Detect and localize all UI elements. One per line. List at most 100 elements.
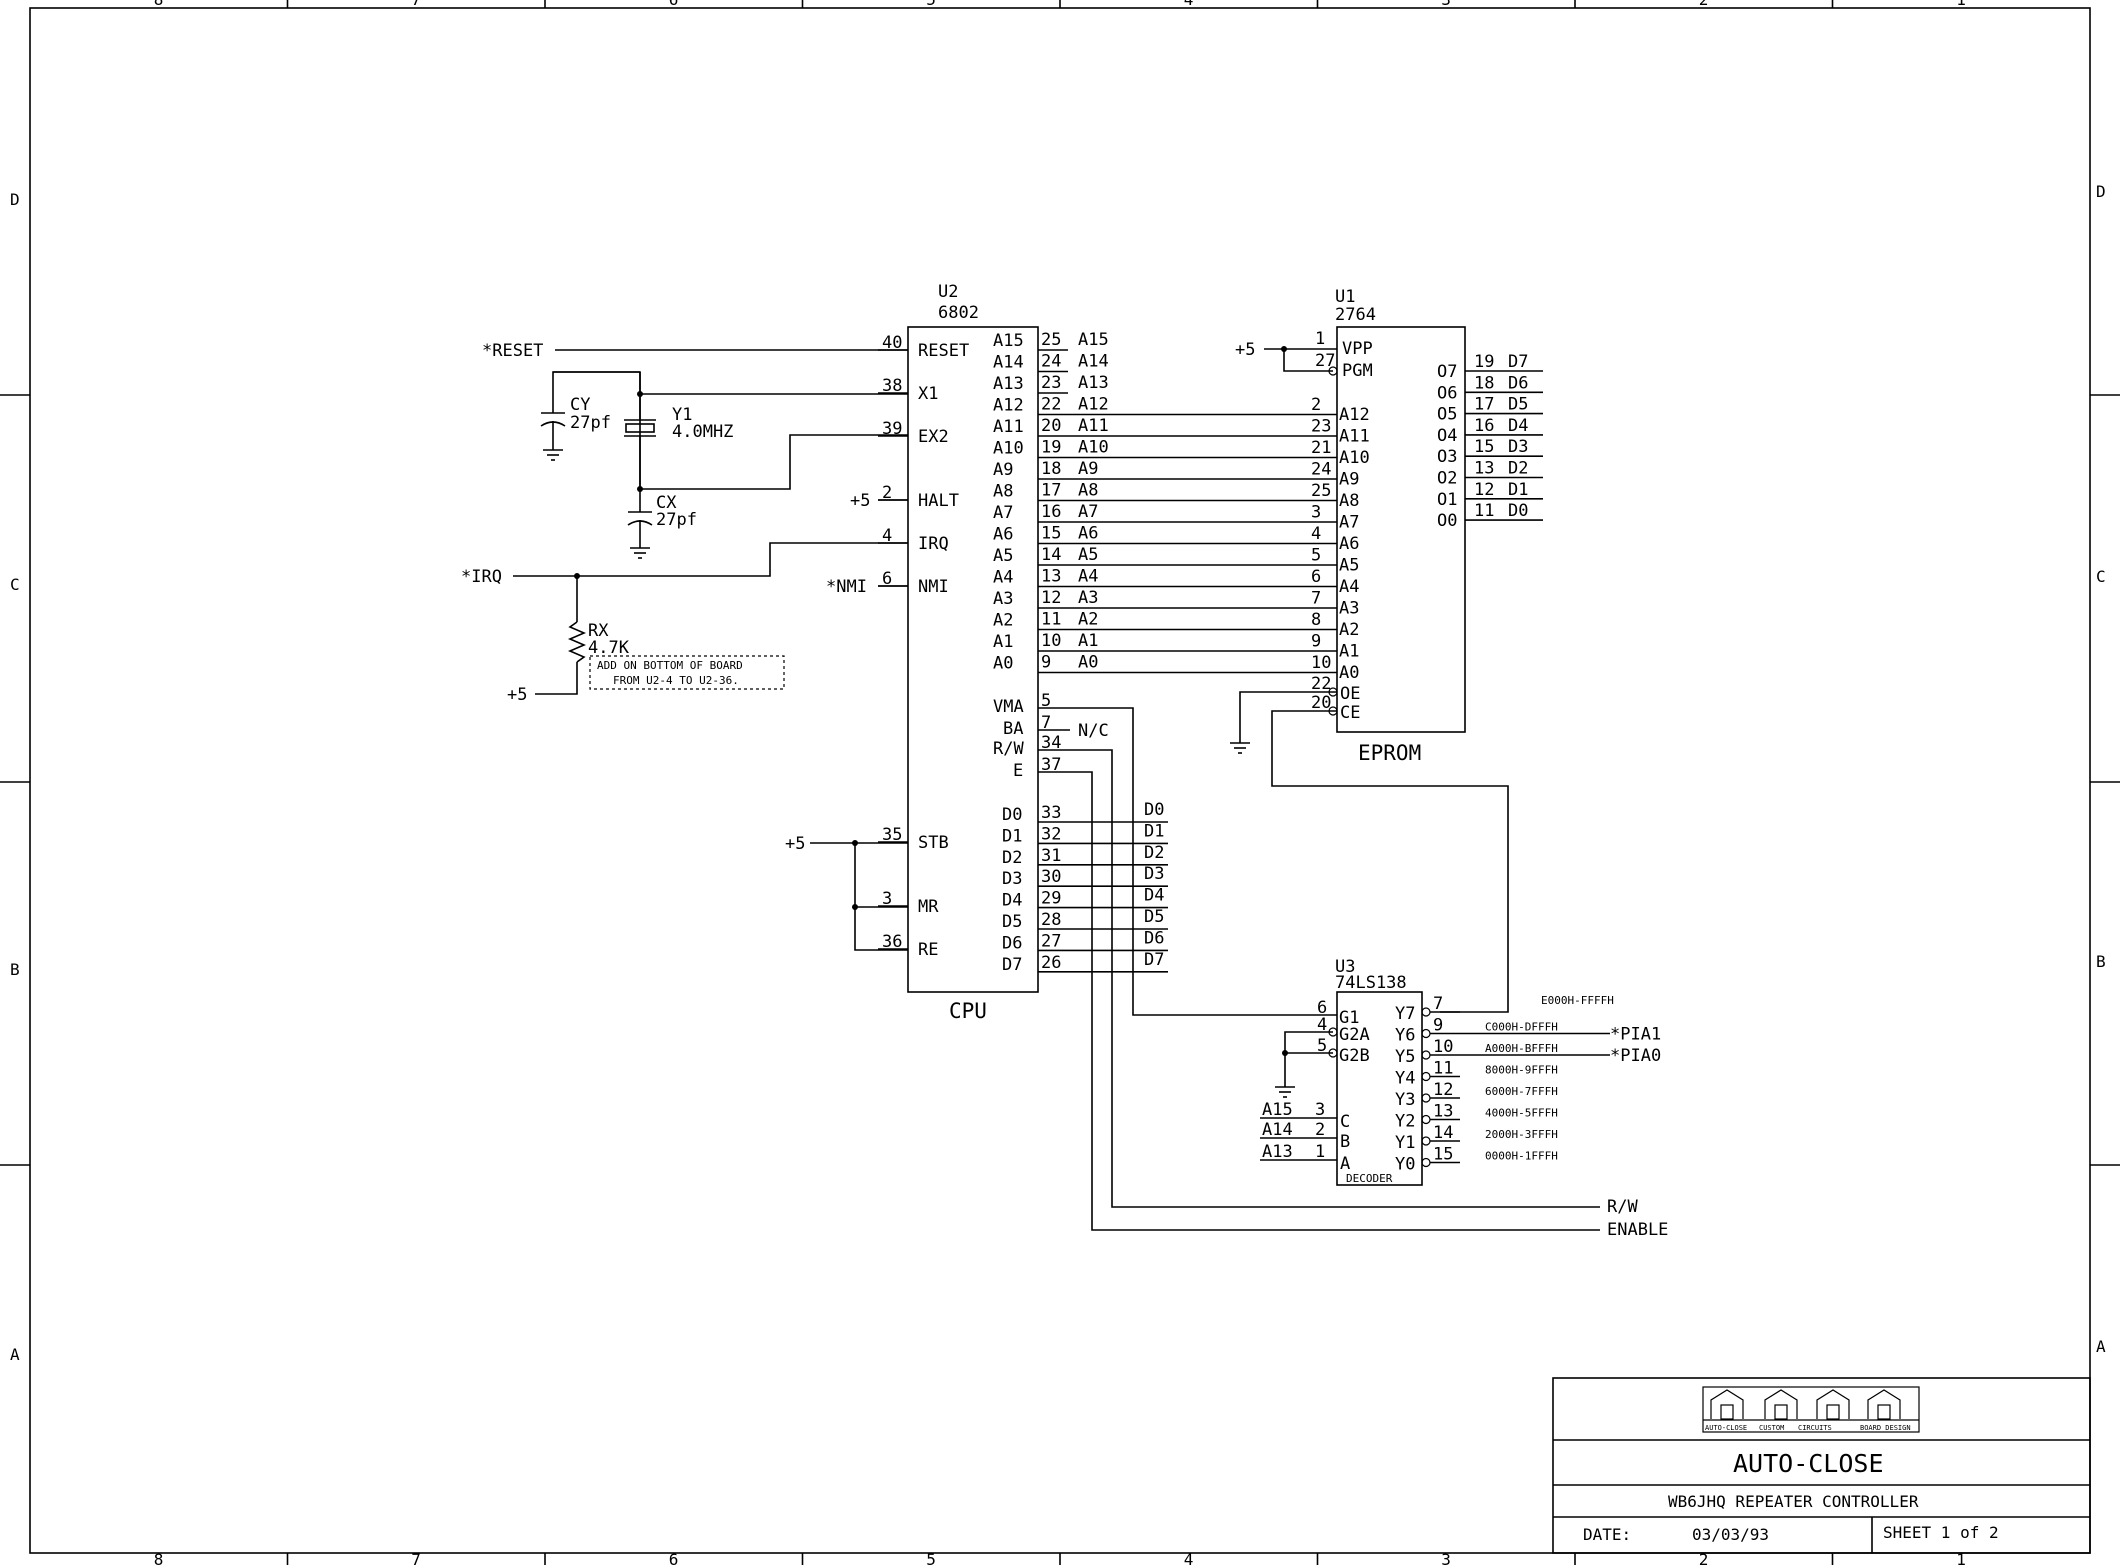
eprom-net-label: D3: [1508, 437, 1528, 457]
eprom-pin-name: A10: [1339, 448, 1370, 468]
eprom-pin-number: 1: [1315, 329, 1325, 349]
cpu-pin-name: STB: [918, 833, 949, 853]
frame-column-label: 7: [411, 0, 421, 9]
cpu-pin-name: IRQ: [918, 534, 949, 554]
cpu-net-label: A9: [1078, 459, 1098, 479]
house-icon: [1710, 1389, 1744, 1419]
cpu-pin-name: HALT: [918, 491, 959, 511]
eprom-pin-name: O2: [1437, 469, 1457, 489]
decoder-ref: U3: [1335, 957, 1355, 977]
cpu-net-label: A7: [1078, 502, 1098, 522]
y1-value: 4.0MHZ: [672, 422, 733, 442]
eprom-pin-name: O1: [1437, 490, 1457, 510]
decoder-net-label: *PIA1: [1610, 1025, 1661, 1045]
house-icon: [1867, 1389, 1901, 1419]
eprom-pin-name: VPP: [1342, 339, 1373, 359]
decoder-pin-name: C: [1340, 1112, 1350, 1132]
frame-column-label: 3: [1441, 0, 1451, 9]
decoder-pin-name: Y6: [1395, 1026, 1415, 1046]
cpu-pin-name: A8: [993, 482, 1013, 502]
rx-plus5-label: +5: [507, 685, 527, 705]
cpu-pin-name: A12: [993, 396, 1024, 416]
frame-column-label: 8: [154, 1550, 164, 1565]
house-icon: [1764, 1389, 1798, 1419]
eprom-pin-number: 25: [1311, 481, 1331, 501]
junction: [1281, 346, 1287, 352]
rx-resistor: [567, 621, 587, 663]
eprom-pin-number: 13: [1474, 459, 1494, 479]
cpu-pin-name: D6: [1002, 933, 1022, 953]
decoder-net-label: A15: [1262, 1100, 1293, 1120]
cpu-pin-number: 19: [1041, 438, 1061, 458]
cpu-pin-number: 38: [882, 376, 902, 396]
cpu-pin-number: 22: [1041, 395, 1061, 415]
inversion-bubble: [1421, 1071, 1431, 1082]
eprom-pin-number: 7: [1311, 589, 1321, 609]
cpu-pin-number: 17: [1041, 481, 1061, 501]
frame-column-label: 6: [669, 1550, 679, 1565]
frame-row-label: A: [10, 1345, 20, 1364]
cpu-net-label: A0: [1078, 653, 1098, 673]
cpu-pin-name: A6: [993, 525, 1013, 545]
decoder-pin-name: G2B: [1339, 1046, 1370, 1066]
cpu-part: 6802: [938, 303, 979, 323]
inversion-bubble: [1421, 1136, 1431, 1146]
cpu-pin-name: A2: [993, 611, 1013, 631]
frame-column-label: 4: [1184, 0, 1194, 9]
cpu-pin-name: A4: [993, 568, 1013, 588]
cpu-pin-number: 29: [1041, 889, 1061, 909]
decoder-pin-number: 7: [1433, 994, 1443, 1014]
eprom-pin-name: A11: [1339, 427, 1370, 447]
cpu-pin-number: 39: [882, 419, 902, 439]
decoder-body: [1336, 991, 1423, 1186]
cpu-pin-name: EX2: [918, 427, 949, 447]
cpu-net-label: D4: [1144, 886, 1164, 906]
cpu-pin-number: 23: [1041, 373, 1061, 393]
x1-wire: [553, 371, 908, 395]
cpu-pin-name: A10: [993, 439, 1024, 459]
decoder-pin-number: 11: [1433, 1059, 1453, 1079]
cpu-pin-name: A5: [993, 546, 1013, 566]
title-block-frame: [1552, 1377, 2091, 1554]
cpu-pin-number: 25: [1041, 330, 1061, 350]
cy-ref: CY: [570, 395, 590, 415]
cpu-net-label: A6: [1078, 524, 1098, 544]
decoder-pin-number: 15: [1433, 1145, 1453, 1165]
eprom-pin-number: 18: [1474, 373, 1494, 393]
cpu-net-label: A8: [1078, 481, 1098, 501]
frame-column-label: 5: [926, 1550, 936, 1565]
decoder-pin-name: A: [1340, 1154, 1350, 1174]
decoder-range-label: A000H-BFFFH: [1485, 1042, 1558, 1055]
eprom-pin-name: A5: [1339, 556, 1359, 576]
cpu-pin-name: A13: [993, 374, 1024, 394]
eprom-vpp-net: +5: [1235, 340, 1255, 360]
cpu-pin-name: A9: [993, 460, 1013, 480]
logo-label: CUSTOM: [1759, 1424, 1784, 1432]
door-icon: [1774, 1404, 1788, 1420]
frame-column-label: 3: [1441, 1550, 1451, 1565]
enable-net-label: ENABLE: [1607, 1220, 1668, 1240]
door-icon: [1877, 1404, 1891, 1420]
cy-wire: [552, 371, 640, 413]
decoder-part: 74LS138: [1335, 973, 1407, 993]
cpu-pin-name: D1: [1002, 826, 1022, 846]
eprom-pin-name: A1: [1339, 642, 1359, 662]
inversion-bubble: [1421, 1050, 1431, 1060]
cpu-pin-number: 24: [1041, 352, 1061, 372]
cpu-pin-name: BA: [1003, 719, 1023, 739]
title-block: AUTO-CLOSE CUSTOM CIRCUITS BOARD DESIGN …: [1552, 1377, 2091, 1554]
cpu-pin-number: 16: [1041, 502, 1061, 522]
cpu-pin-name: D2: [1002, 848, 1022, 868]
decoder-range-label: 2000H-3FFFH: [1485, 1128, 1558, 1141]
crystal-body: [625, 423, 655, 433]
cpu-net-label: A5: [1078, 545, 1098, 565]
eprom-net-label: D6: [1508, 373, 1528, 393]
cpu-net-label: A15: [1078, 330, 1109, 350]
decoder-range-label: E000H-FFFFH: [1541, 994, 1614, 1007]
eprom-pin-number: 3: [1311, 503, 1321, 523]
cpu-pin-number: 35: [882, 825, 902, 845]
